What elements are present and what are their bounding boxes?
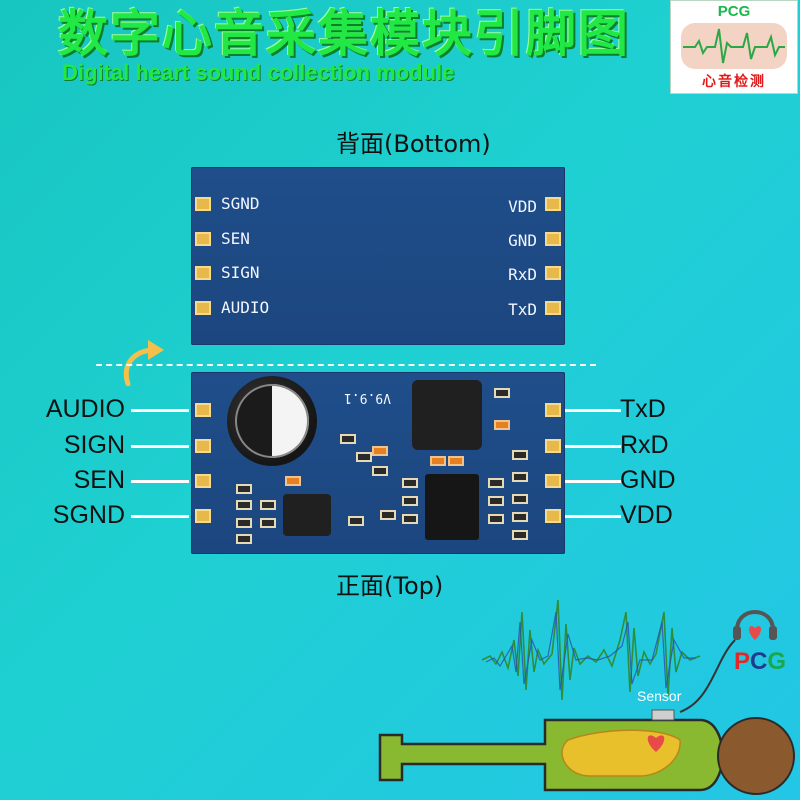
smd-component xyxy=(494,420,510,430)
pad-top-right-4 xyxy=(545,509,561,523)
pin-label-left-3: SEN xyxy=(73,466,125,494)
smd-component xyxy=(494,388,510,398)
smd-component xyxy=(372,446,388,456)
pad-bottom-right-1 xyxy=(545,197,561,211)
smd-component xyxy=(430,456,446,466)
pin-lead-line xyxy=(565,515,621,518)
electrolytic-capacitor xyxy=(227,376,317,466)
pad-top-left-3 xyxy=(195,474,211,488)
pad-bottom-right-4 xyxy=(545,301,561,315)
pad-top-left-4 xyxy=(195,509,211,523)
silk-left-pin-1: SGND xyxy=(221,194,260,213)
pin-lead-line xyxy=(131,409,189,412)
pad-top-right-1 xyxy=(545,403,561,417)
silk-left-pin-3: SIGN xyxy=(221,263,260,282)
smd-component xyxy=(236,484,252,494)
top-side-label: 正面(Top) xyxy=(336,572,444,600)
sensor-device xyxy=(651,709,675,721)
page-title: 数字心音采集模块引脚图 xyxy=(58,5,630,63)
board-version-label: V9.9.1 xyxy=(344,390,391,405)
smd-component xyxy=(488,496,504,506)
smd-component xyxy=(512,450,528,460)
pad-bottom-right-2 xyxy=(545,232,561,246)
pcg-letter-g: G xyxy=(767,648,787,675)
smd-component xyxy=(402,478,418,488)
smd-component xyxy=(488,514,504,524)
small-ic-chip xyxy=(283,494,331,536)
smd-component xyxy=(372,466,388,476)
pin-label-right-3: GND xyxy=(620,466,676,494)
pcg-label: PCG xyxy=(734,648,786,676)
silk-right-pin-3: RxD xyxy=(508,265,537,284)
silk-right-pin-1: VDD xyxy=(508,197,537,216)
heartbeat-wave-icon xyxy=(681,23,787,69)
flip-divider-line xyxy=(96,364,596,366)
pin-lead-line xyxy=(565,480,621,483)
pin-label-left-1: AUDIO xyxy=(45,395,125,423)
headphones-icon xyxy=(733,610,777,640)
smd-component xyxy=(340,434,356,444)
smd-component xyxy=(236,518,252,528)
pad-bottom-left-1 xyxy=(195,197,211,211)
silk-right-pin-2: GND xyxy=(508,231,537,250)
board-bottom-side: SGND SEN SIGN AUDIO VDD GND RxD TxD xyxy=(191,167,565,345)
pad-bottom-left-3 xyxy=(195,266,211,280)
smd-component xyxy=(512,494,528,504)
main-chip xyxy=(412,380,482,450)
smd-component xyxy=(448,456,464,466)
smd-component xyxy=(236,500,252,510)
pin-label-left-2: SIGN xyxy=(63,431,125,459)
heart-sound-waveform xyxy=(481,599,701,701)
pin-label-right-1: TxD xyxy=(620,395,666,423)
heart-sound-illustration xyxy=(378,599,795,795)
page-subtitle: Digital heart sound collection module xyxy=(62,60,455,85)
smd-component xyxy=(512,472,528,482)
pad-bottom-right-3 xyxy=(545,266,561,280)
pad-top-right-3 xyxy=(545,474,561,488)
smd-component xyxy=(356,452,372,462)
pcg-logo: PCG 心音检测 xyxy=(670,0,798,94)
pin-label-left-4: SGND xyxy=(52,501,125,529)
pin-lead-line xyxy=(131,480,189,483)
logo-top-text: PCG xyxy=(717,3,751,20)
sensor-label: Sensor xyxy=(637,688,682,704)
head-shape xyxy=(717,717,795,795)
pin-lead-line xyxy=(131,515,189,518)
smd-component xyxy=(512,530,528,540)
pin-lead-line xyxy=(565,445,621,448)
smd-component xyxy=(488,478,504,488)
heart-icon xyxy=(647,735,665,752)
smd-component xyxy=(348,516,364,526)
smd-component xyxy=(380,510,396,520)
pad-top-right-2 xyxy=(545,439,561,453)
pad-bottom-left-4 xyxy=(195,301,211,315)
pin-label-right-4: VDD xyxy=(620,501,673,529)
smd-component xyxy=(285,476,301,486)
secondary-chip xyxy=(425,474,479,540)
logo-bottom-text: 心音检测 xyxy=(702,74,766,90)
smd-component xyxy=(260,500,276,510)
smd-component xyxy=(236,534,252,544)
pad-bottom-left-2 xyxy=(195,232,211,246)
bottom-side-label: 背面(Bottom) xyxy=(336,130,491,158)
smd-component xyxy=(512,512,528,522)
pad-top-left-1 xyxy=(195,403,211,417)
pin-lead-line xyxy=(131,445,189,448)
flip-arrow-icon xyxy=(118,336,168,390)
pcg-letter-p: P xyxy=(734,648,751,675)
silk-left-pin-2: SEN xyxy=(221,229,250,248)
pad-top-left-2 xyxy=(195,439,211,453)
pin-lead-line xyxy=(565,409,621,412)
smd-component xyxy=(402,514,418,524)
smd-component xyxy=(402,496,418,506)
pin-label-right-2: RxD xyxy=(620,431,669,459)
pcg-letter-c: C xyxy=(750,648,768,675)
silk-left-pin-4: AUDIO xyxy=(221,298,270,317)
smd-component xyxy=(260,518,276,528)
silk-right-pin-4: TxD xyxy=(508,300,537,319)
